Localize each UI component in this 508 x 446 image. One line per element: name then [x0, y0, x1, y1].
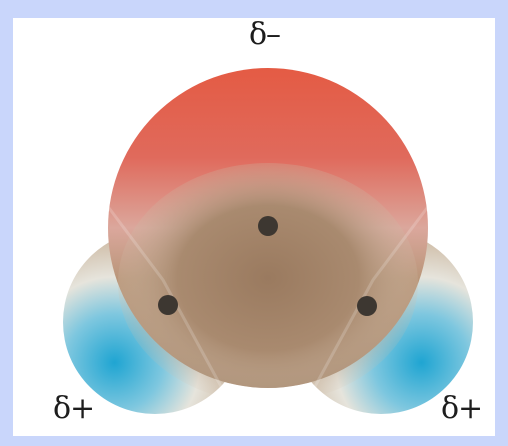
hydrogen-left-partial-positive-label: δ+ — [53, 391, 95, 426]
diagram-panel: δ– δ+ δ+ — [13, 18, 495, 436]
hydrogen-right-partial-positive-label: δ+ — [441, 391, 483, 426]
molecule-core-shading — [118, 163, 418, 403]
oxygen-partial-negative-label: δ– — [249, 18, 281, 52]
lobe-seam-left — [107, 207, 225, 391]
oxygen-nucleus — [258, 216, 278, 236]
hydrogen-left-nucleus — [158, 295, 178, 315]
hydrogen-right-nucleus — [357, 296, 377, 316]
lobe-seam-right — [311, 207, 429, 391]
molecule-surface — [63, 68, 473, 414]
water-electrostatic-potential-map — [63, 68, 473, 414]
